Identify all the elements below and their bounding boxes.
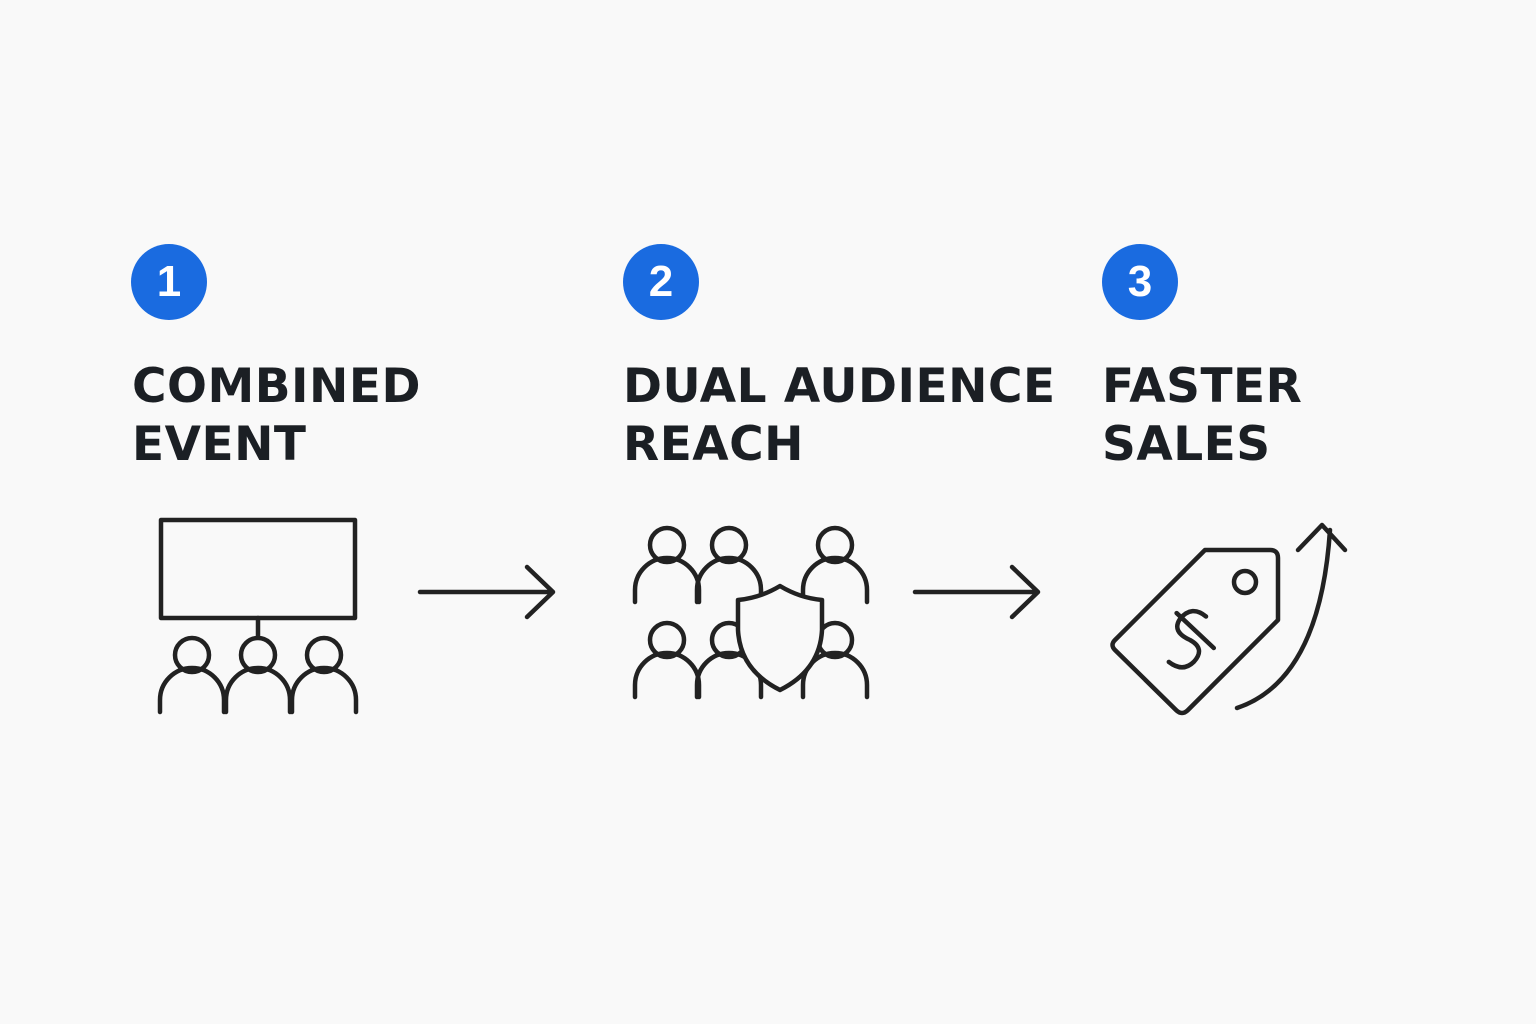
step-1-title-line-2: EVENT xyxy=(132,417,307,472)
step-1-title: COMBINED EVENT xyxy=(132,358,421,474)
step-3-title: FASTER SALES xyxy=(1102,358,1302,474)
step-2-title-line-2: REACH xyxy=(623,417,804,472)
arrow-right-icon xyxy=(912,564,1041,620)
step-3-title-line-1: FASTER xyxy=(1102,359,1303,414)
step-3-badge: 3 xyxy=(1102,244,1178,320)
step-1-title-line-1: COMBINED xyxy=(132,359,421,414)
step-2-badge: 2 xyxy=(623,244,699,320)
arrow-right-icon xyxy=(417,564,556,620)
step-2-title-line-1: DUAL AUDIENCE xyxy=(623,359,1056,414)
step-2-title: DUAL AUDIENCE REACH xyxy=(623,358,1056,474)
audience-shield-icon xyxy=(635,528,867,697)
price-tag-growth-icon xyxy=(1110,522,1348,716)
presentation-audience-icon xyxy=(160,517,356,712)
step-3-title-line-2: SALES xyxy=(1102,417,1271,472)
step-1-badge: 1 xyxy=(131,244,207,320)
